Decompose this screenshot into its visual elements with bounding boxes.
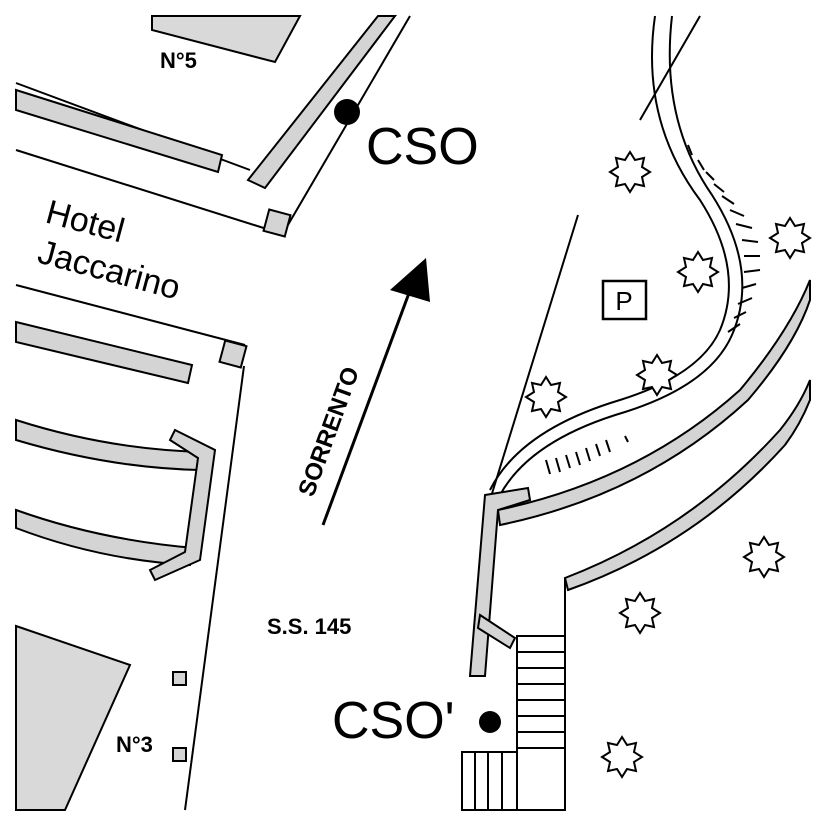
- cso-marker: [334, 99, 360, 125]
- building-no3: [15, 624, 132, 811]
- park-path-edge: [489, 15, 730, 491]
- tree-icon: [635, 353, 679, 397]
- parking-label: P: [615, 286, 632, 316]
- road-edge: [489, 214, 579, 501]
- tree-icon: [608, 150, 652, 194]
- road-edge: [184, 365, 245, 811]
- wall-segment: [246, 15, 398, 190]
- parking-sign: [601, 279, 648, 321]
- staircase: [461, 578, 566, 811]
- tree-icon: [676, 250, 720, 294]
- tree-icon: [600, 735, 644, 779]
- wall-segment: [148, 428, 217, 582]
- cso-prime-label: CSO': [332, 692, 455, 750]
- cso-label: CSO: [366, 118, 479, 176]
- pillar: [262, 208, 292, 238]
- tree-icon: [742, 535, 786, 579]
- wall-segment: [15, 320, 194, 385]
- tree-icons: [524, 150, 812, 779]
- tree-icon: [618, 591, 662, 635]
- building-no5-label: N°5: [160, 48, 197, 73]
- pillar: [172, 671, 187, 686]
- wall-segment: [476, 613, 517, 650]
- pillar: [172, 747, 187, 762]
- curved-wall: [563, 379, 811, 592]
- pillar: [218, 339, 248, 369]
- building-no3-label: N°3: [116, 732, 153, 757]
- curved-wall: [496, 279, 811, 527]
- building-no5: [151, 15, 302, 64]
- direction-arrow-line: [321, 284, 414, 526]
- block-edge: [15, 284, 246, 346]
- block-edge: [15, 149, 271, 231]
- tree-icon: [768, 216, 812, 260]
- slope-hatching: [545, 144, 761, 475]
- tree-icon: [524, 375, 568, 419]
- cso-prime-marker: [479, 711, 501, 733]
- road-edge: [639, 15, 701, 121]
- wall-segment: [15, 88, 224, 174]
- park-path-edge: [499, 15, 744, 496]
- direction-arrow-head: [390, 258, 430, 302]
- road-label: S.S. 145: [267, 614, 351, 639]
